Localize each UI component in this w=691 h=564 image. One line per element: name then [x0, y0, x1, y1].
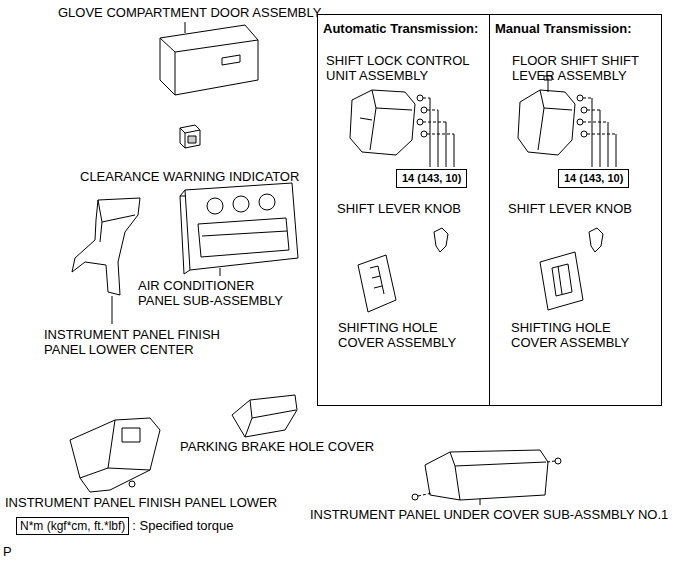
screw	[129, 481, 135, 487]
panel-heading: Automatic Transmission:	[318, 15, 489, 36]
shift-lock-control-unit	[350, 90, 454, 167]
shift-boot	[552, 264, 572, 296]
figure-code: P	[3, 544, 12, 559]
part-outline	[72, 198, 140, 295]
part-edge	[538, 76, 572, 150]
part-outline	[232, 395, 297, 437]
part-edge	[450, 452, 546, 500]
part-name: CLEARANCE WARNING INDICATOR	[80, 169, 299, 184]
part-name: SHIFTING HOLE COVER ASSEMBLY	[511, 320, 641, 350]
part-edge	[160, 38, 258, 95]
part-name: SHIFT LEVER KNOB	[337, 201, 461, 216]
shift-gate	[370, 266, 384, 294]
floor-shift-lever	[518, 76, 616, 167]
part-edge	[180, 128, 200, 148]
torque-box: 14 (143, 10)	[558, 169, 629, 188]
part-outline	[540, 252, 583, 310]
part-name: SHIFT LEVER KNOB	[508, 201, 632, 216]
part-detail	[188, 136, 196, 143]
panel-opening	[198, 218, 289, 257]
part-outline	[518, 90, 575, 155]
finish-panel-lower-center	[72, 198, 140, 324]
parking-brake-hole-cover	[232, 395, 297, 437]
part-outline	[434, 228, 448, 252]
leader-line	[480, 499, 481, 505]
part-outline	[160, 25, 258, 95]
leader-line	[220, 268, 221, 276]
part-name: INSTRUMENT PANEL UNDER COVER SUB-ASSMBLY…	[310, 507, 668, 522]
leader-line	[430, 98, 454, 167]
torque-value: N*m (kgf*cm, ft.*lbf)	[20, 519, 125, 533]
part-outline	[358, 255, 396, 312]
bolt	[421, 107, 427, 113]
shifting-hole-cover	[358, 252, 583, 312]
part-edge	[80, 420, 150, 478]
glove-compartment-door	[160, 22, 258, 95]
part-outline	[180, 125, 200, 148]
torque-value: 14 (143, 10)	[402, 172, 461, 185]
part-outline	[589, 228, 603, 252]
legend-note: : Specified torque	[132, 518, 233, 533]
clearance-warning-indicator	[180, 125, 200, 148]
control-knob	[259, 194, 275, 210]
torque-unit-box: N*m (kgf*cm, ft.*lbf)	[16, 517, 129, 535]
part-name: SHIFTING HOLE COVER ASSEMBLY	[338, 320, 468, 350]
leader-line	[112, 296, 113, 324]
part-edge	[245, 400, 296, 437]
part-name: PARKING BRAKE HOLE COVER	[180, 439, 374, 454]
part-name: FLOOR SHIFT SHIFT LEVER ASSEMBLY	[512, 53, 662, 83]
part-name: GLOVE COMPARTMENT DOOR ASSEMBLY	[58, 5, 321, 20]
finish-panel-lower	[70, 418, 160, 492]
torque-box: 14 (143, 10)	[396, 169, 467, 188]
part-name: AIR CONDITIONER PANEL SUB-ASSEMBLY	[138, 278, 293, 308]
bolt	[581, 107, 587, 113]
part-name: INSTRUMENT PANEL FINISH PANEL LOWER	[5, 495, 277, 510]
control-knob	[233, 196, 249, 212]
part-outline	[185, 183, 298, 270]
leader-line	[592, 98, 616, 167]
part-handle	[222, 55, 240, 65]
screw	[555, 458, 561, 464]
part-name: INSTRUMENT PANEL FINISH PANEL LOWER CENT…	[44, 327, 239, 357]
screw-axis	[418, 461, 555, 496]
part-detail	[122, 428, 140, 442]
leader-line	[185, 22, 186, 33]
control-knob	[207, 198, 223, 214]
bolt	[581, 131, 587, 137]
part-outline	[70, 418, 160, 492]
shift-lever-knob	[434, 228, 603, 252]
torque-value: 14 (143, 10)	[564, 172, 623, 185]
screw	[412, 494, 418, 500]
part-edge	[180, 190, 190, 274]
bolt	[577, 95, 583, 101]
under-cover-no1	[412, 450, 561, 505]
panel-heading: Manual Transmission:	[490, 15, 661, 36]
part-edge	[360, 90, 412, 150]
part-edge	[98, 200, 135, 242]
bolt	[417, 119, 423, 125]
part-outline	[425, 450, 548, 500]
bolt	[577, 119, 583, 125]
part-outline	[350, 90, 415, 155]
part-name: SHIFT LOCK CONTROL UNIT ASSEMBLY	[326, 53, 486, 83]
air-conditioner-panel	[180, 183, 298, 276]
bolt	[421, 131, 427, 137]
bolt	[417, 95, 423, 101]
